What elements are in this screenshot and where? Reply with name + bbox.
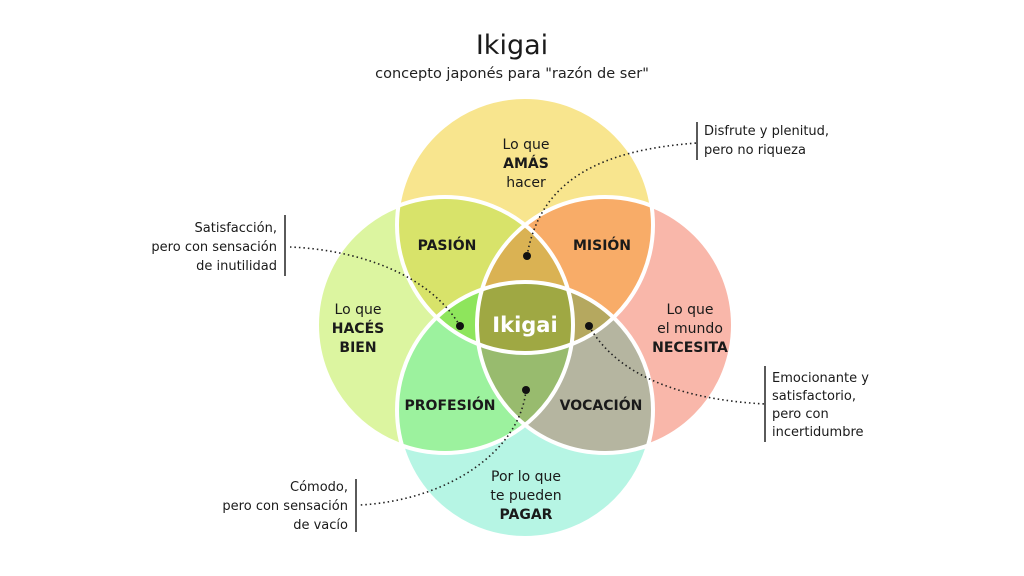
note-right-line3: pero con (772, 407, 829, 422)
leader-right (588, 325, 766, 405)
zone-vocacion-label: VOCACIÓN (560, 396, 643, 414)
leader-lines (289, 142, 766, 506)
top-label-line3: hacer (506, 175, 546, 191)
leader-bottom-left (359, 389, 527, 506)
circle-outlines (315, 95, 735, 540)
note-right-line4: incertidumbre (772, 425, 864, 440)
top-label-line2: AMÁS (503, 155, 549, 172)
zone-pasion-label: PASIÓN (418, 236, 477, 254)
zone-mision-label: MISIÓN (573, 236, 631, 254)
dot-right (585, 322, 593, 330)
note-right-line2: satisfactorio, (772, 389, 856, 404)
note-top-right-line1: Disfrute y plenitud, (704, 124, 829, 139)
note-top-right: Disfrute y plenitud, pero no riqueza (704, 124, 829, 158)
triangle-top (477, 197, 573, 353)
zone-profesion-label: PROFESIÓN (405, 396, 496, 414)
bottom-label-line1: Por lo que (491, 469, 561, 485)
note-bottom-left: Cómodo, pero con sensación de vacío (222, 480, 348, 533)
right-label-line3: NECESITA (652, 340, 728, 356)
left-label-line2: HACÉS (332, 320, 384, 337)
right-label-line2: el mundo (657, 321, 723, 337)
top-circle-label: Lo que AMÁS hacer (503, 137, 550, 191)
bottom-label-line2: te pueden (490, 488, 561, 504)
note-bars (284, 122, 766, 532)
page-subtitle: concepto japonés para "razón de ser" (375, 66, 649, 82)
leader-top-right (526, 142, 698, 257)
bottom-circle-label: Por lo que te pueden PAGAR (490, 469, 561, 523)
note-right: Emocionante y satisfactorio, pero con in… (772, 371, 869, 440)
leader-dots (456, 252, 593, 394)
right-circle-label: Lo que el mundo NECESITA (652, 302, 728, 356)
dot-bottom (522, 386, 530, 394)
note-left-line3: de inutilidad (196, 259, 277, 274)
bottom-label-line3: PAGAR (500, 507, 553, 523)
note-left-line2: pero con sensación (151, 240, 277, 255)
note-top-right-line2: pero no riqueza (704, 143, 806, 158)
right-label-line1: Lo que (667, 302, 714, 318)
note-left-line1: Satisfacción, (195, 221, 277, 236)
left-label-line3: BIEN (339, 340, 376, 356)
center-ikigai-label: Ikigai (492, 313, 557, 337)
triangle-bottom (477, 282, 573, 453)
page-title: Ikigai (475, 30, 549, 61)
note-bottom-left-line1: Cómodo, (290, 480, 348, 495)
dot-top (523, 252, 531, 260)
note-bottom-left-line3: de vacío (293, 518, 348, 533)
top-label-line1: Lo que (503, 137, 550, 153)
note-right-line1: Emocionante y (772, 371, 869, 386)
left-label-line1: Lo que (335, 302, 382, 318)
left-circle-label: Lo que HACÉS BIEN (332, 302, 384, 356)
note-left: Satisfacción, pero con sensación de inut… (151, 221, 277, 274)
note-bottom-left-line2: pero con sensación (222, 499, 348, 514)
dot-left (456, 322, 464, 330)
